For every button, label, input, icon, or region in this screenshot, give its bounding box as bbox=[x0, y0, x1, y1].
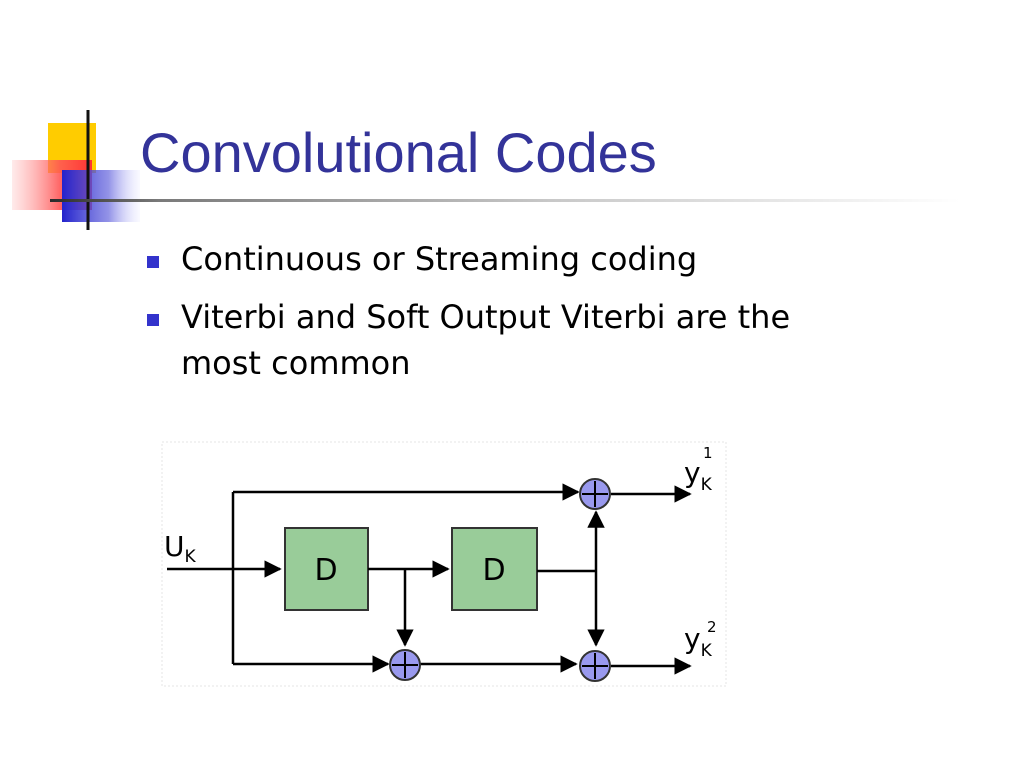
output-2-symbol: y bbox=[684, 622, 701, 655]
output-2-label: yK bbox=[684, 622, 713, 661]
adder-bottom-left-icon bbox=[389, 649, 421, 681]
delay-label-2: D bbox=[482, 553, 505, 588]
slide-title: Convolutional Codes bbox=[140, 121, 657, 184]
adder-bottom-right-icon bbox=[579, 650, 611, 682]
input-symbol: U bbox=[164, 530, 185, 563]
output-1-symbol: y bbox=[684, 456, 701, 489]
adder-top-icon bbox=[579, 478, 611, 510]
bullet-square-icon bbox=[147, 314, 159, 326]
bullet-text: Continuous or Streaming coding bbox=[181, 240, 698, 278]
bullet-item: Viterbi and Soft Output Viterbi are the … bbox=[145, 294, 791, 386]
bullet-item: Continuous or Streaming coding bbox=[145, 236, 791, 282]
convolutional-encoder-diagram: D D bbox=[161, 441, 727, 687]
output-1-superscript: 1 bbox=[703, 444, 713, 462]
bullet-text: Viterbi and Soft Output Viterbi are the … bbox=[181, 298, 791, 382]
title-underline bbox=[50, 199, 960, 202]
output-2-superscript: 2 bbox=[707, 618, 717, 636]
bullet-list: Continuous or Streaming coding Viterbi a… bbox=[145, 236, 845, 398]
deco-blue-bar bbox=[62, 170, 140, 222]
output-2-subscript: K bbox=[701, 641, 713, 661]
corner-decoration bbox=[12, 110, 140, 230]
output-1-label: yK bbox=[684, 456, 713, 495]
delay-block-2 bbox=[451, 527, 538, 611]
output-1-subscript: K bbox=[701, 475, 713, 495]
delay-block-1 bbox=[284, 527, 369, 611]
input-subscript: K bbox=[185, 547, 197, 567]
delay-label-1: D bbox=[314, 553, 337, 588]
bullet-square-icon bbox=[147, 256, 159, 268]
input-label: UK bbox=[164, 530, 197, 567]
diagram-border bbox=[161, 441, 727, 687]
